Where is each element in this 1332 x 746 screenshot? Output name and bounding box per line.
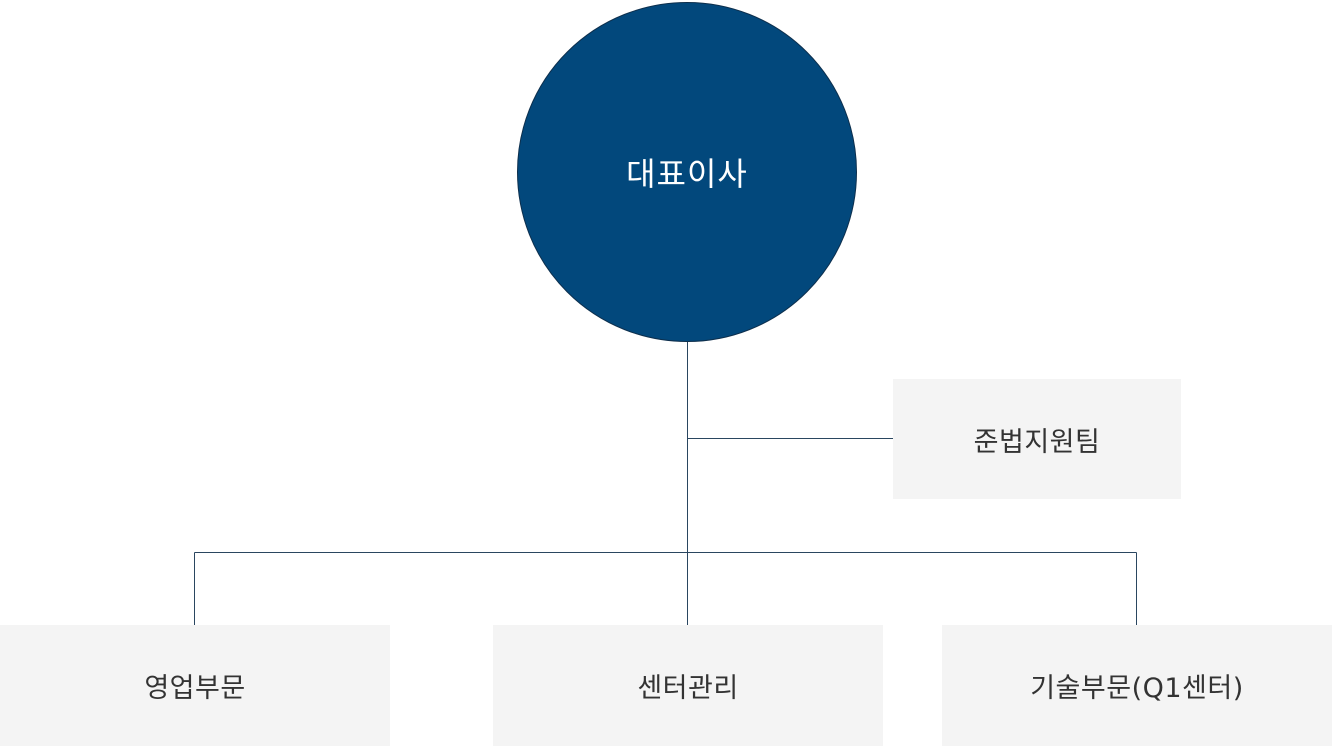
- support-team-label: 준법지원팀: [973, 426, 1101, 458]
- ceo-label: 대표이사: [626, 155, 748, 193]
- support-team-node: 준법지원팀: [893, 379, 1181, 499]
- department-label-sales: 영업부문: [144, 673, 246, 704]
- ceo-node: 대표이사: [517, 2, 857, 342]
- department-node-technology: 기술부문(Q1센터): [942, 625, 1332, 746]
- department-node-center-management: 센터관리: [493, 625, 883, 746]
- department-node-sales: 영업부문: [0, 625, 390, 746]
- department-label-center-management: 센터관리: [637, 673, 739, 704]
- department-label-technology: 기술부문(Q1센터): [1030, 673, 1244, 704]
